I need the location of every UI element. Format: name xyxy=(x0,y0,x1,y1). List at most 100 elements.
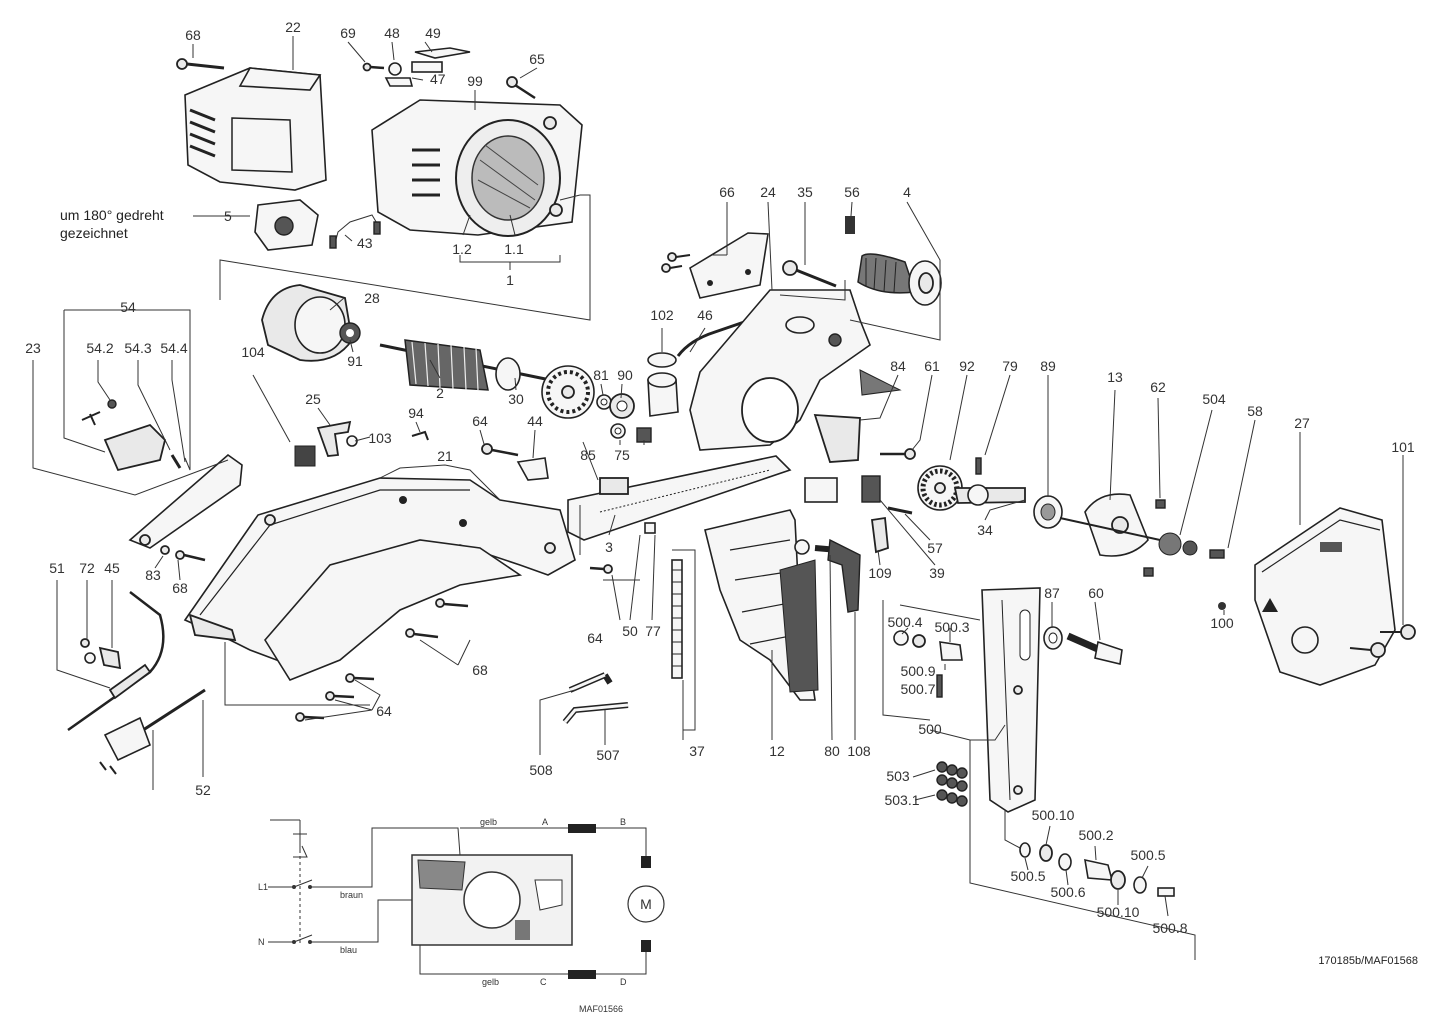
label-503-1: 503.1 xyxy=(884,792,919,808)
leader-lines xyxy=(32,36,1404,960)
label-54-4: 54.4 xyxy=(160,340,187,356)
label-109: 109 xyxy=(868,565,892,581)
guide-rail-3 xyxy=(567,455,792,541)
label-54-3: 54.3 xyxy=(124,340,151,356)
label-34: 34 xyxy=(977,522,993,538)
screws-68-bottom xyxy=(405,598,469,639)
label-79: 79 xyxy=(1002,358,1018,374)
label-28: 28 xyxy=(364,290,380,306)
label-500-5a: 500.5 xyxy=(1130,847,1165,863)
label-43: 43 xyxy=(357,235,373,251)
label-25: 25 xyxy=(305,391,321,407)
label-500-4: 500.4 xyxy=(887,614,922,630)
brush-holder-5 xyxy=(254,199,319,251)
label-23: 23 xyxy=(25,340,41,356)
spring-103 xyxy=(346,435,358,447)
sleeve-102 xyxy=(647,352,679,417)
label-51: 51 xyxy=(49,560,65,576)
note-rotated-line2: gezeichnet xyxy=(60,225,128,241)
handle-4 xyxy=(857,253,942,306)
label-104: 104 xyxy=(241,344,265,360)
label-37: 37 xyxy=(689,743,705,759)
label-108: 108 xyxy=(847,743,871,759)
schematic-reference: MAF01566 xyxy=(579,1004,623,1014)
label-68-top: 68 xyxy=(185,27,201,43)
part-77 xyxy=(644,522,656,534)
cable-51 xyxy=(67,591,165,732)
screw-65 xyxy=(506,76,536,100)
washer-85 xyxy=(610,423,626,439)
screw-83 xyxy=(160,545,170,555)
label-64-bottom: 64 xyxy=(376,703,392,719)
label-44: 44 xyxy=(527,413,543,429)
label-500-10a: 500.10 xyxy=(1032,807,1075,823)
label-94: 94 xyxy=(408,405,424,421)
label-68-mid: 68 xyxy=(172,580,188,596)
plate-49 xyxy=(411,47,471,73)
label-21: 21 xyxy=(437,448,453,464)
label-12: 12 xyxy=(769,743,785,759)
schematic-L1: L1 xyxy=(258,882,268,892)
label-60: 60 xyxy=(1088,585,1104,601)
clamp-72 xyxy=(80,638,96,664)
screw-64-right xyxy=(589,564,613,574)
pin-79 xyxy=(975,457,982,475)
label-48: 48 xyxy=(384,25,400,41)
screw-61 xyxy=(880,448,916,460)
schematic-blau: blau xyxy=(340,945,357,955)
schematic-gelb-top: gelb xyxy=(480,817,497,827)
label-45: 45 xyxy=(104,560,120,576)
roller-500-series xyxy=(1019,842,1175,897)
cable-46 xyxy=(676,318,751,357)
screws-64-bottom xyxy=(295,673,375,722)
label-500: 500 xyxy=(918,721,942,737)
label-500-3: 500.3 xyxy=(934,619,969,635)
label-54-2: 54.2 xyxy=(86,340,113,356)
label-500-10b: 500.10 xyxy=(1097,904,1140,920)
nut-75 xyxy=(636,427,652,443)
label-58: 58 xyxy=(1247,403,1263,419)
lever-23 xyxy=(128,453,243,549)
label-103: 103 xyxy=(368,430,392,446)
schematic-N: N xyxy=(258,937,265,947)
allen-key-508 xyxy=(568,672,613,693)
label-508: 508 xyxy=(529,762,553,778)
bearing-90 xyxy=(609,393,635,419)
label-89: 89 xyxy=(1040,358,1056,374)
label-47: 47 xyxy=(430,71,446,87)
fan-30 xyxy=(541,365,595,419)
housing-12 xyxy=(704,509,819,701)
label-507: 507 xyxy=(596,747,620,763)
label-24: 24 xyxy=(760,184,776,200)
label-22: 22 xyxy=(285,19,301,35)
label-92: 92 xyxy=(959,358,975,374)
lever-108 xyxy=(827,538,861,613)
switch-54 xyxy=(81,399,182,472)
block-39 xyxy=(861,475,881,503)
label-50: 50 xyxy=(622,623,638,639)
label-500-8: 500.8 xyxy=(1152,920,1187,936)
schematic-A: A xyxy=(542,817,548,827)
motor-cover-22 xyxy=(184,67,327,191)
pin-500-7 xyxy=(936,674,943,698)
note-rotated-line1: um 180° gedreht xyxy=(60,207,164,223)
label-500-9: 500.9 xyxy=(900,663,935,679)
label-87: 87 xyxy=(1044,585,1060,601)
washer-100 xyxy=(1218,602,1226,610)
label-75: 75 xyxy=(614,447,630,463)
schematic-B: B xyxy=(620,817,626,827)
shaft-34 xyxy=(953,484,1026,506)
label-30: 30 xyxy=(508,391,524,407)
label-1-2: 1.2 xyxy=(452,241,472,257)
label-101: 101 xyxy=(1391,439,1415,455)
label-39: 39 xyxy=(929,565,945,581)
lever-84 xyxy=(813,414,861,463)
drawing-reference: 170185b/MAF01568 xyxy=(1318,955,1418,967)
label-68-bottom: 68 xyxy=(472,662,488,678)
rack-37 xyxy=(671,559,683,679)
label-100: 100 xyxy=(1210,615,1234,631)
part-labels: 68 22 69 48 49 47 65 99 um 180° gedreht … xyxy=(25,19,1418,967)
screw-58 xyxy=(1209,549,1225,559)
label-72: 72 xyxy=(79,560,95,576)
